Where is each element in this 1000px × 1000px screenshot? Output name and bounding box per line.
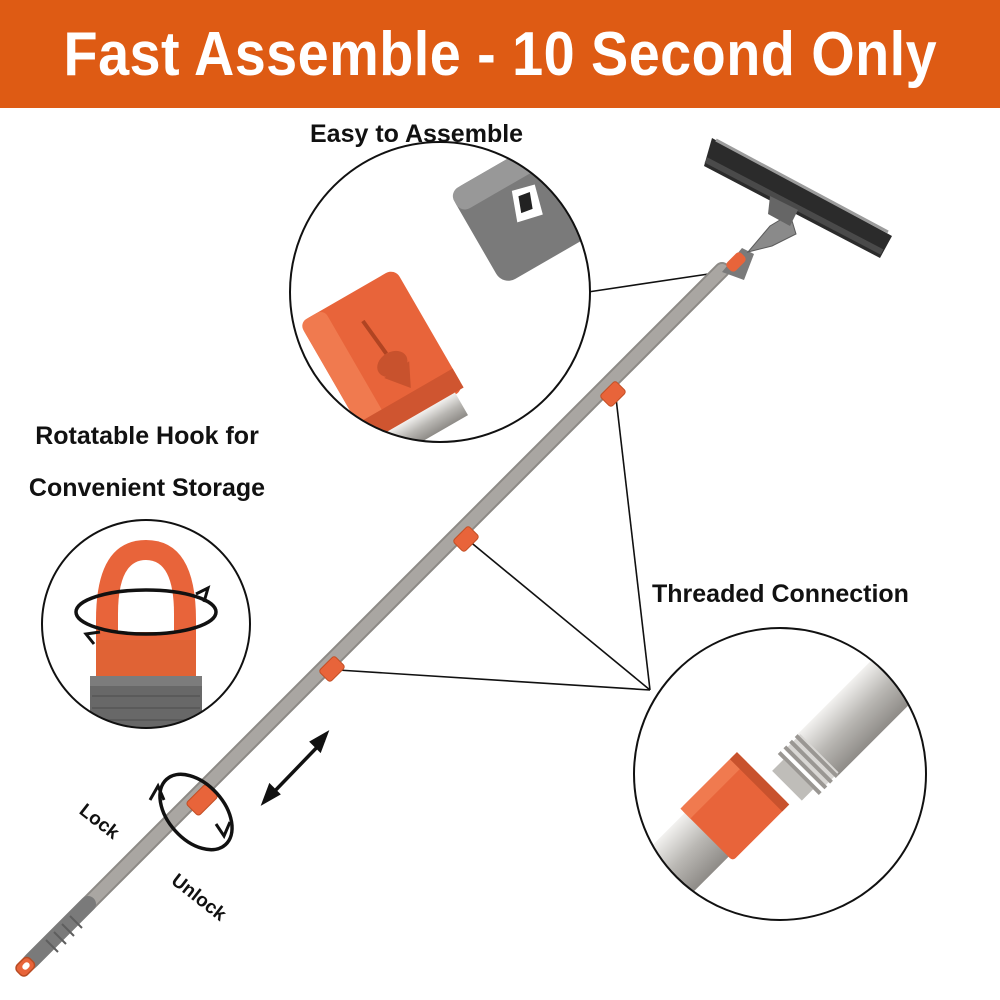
squeegee-pole [15, 262, 730, 977]
banner-title: Fast Assemble - 10 Second Only [63, 19, 937, 89]
threaded-detail-circle [633, 627, 927, 921]
pole-joint [319, 656, 345, 682]
lock-rotation-arrows [148, 772, 234, 852]
pole-joint [453, 526, 479, 552]
threaded-connection-label: Threaded Connection [652, 580, 909, 608]
assemble-detail-circle [289, 141, 591, 443]
connector-lines [337, 271, 723, 691]
squeegee-head [704, 138, 892, 280]
hook-label-line1: Rotatable Hook for [35, 422, 259, 450]
extend-arrow-icon [260, 730, 330, 806]
hang-hook [15, 956, 36, 977]
hook-label: Rotatable Hook for Convenient Storage [8, 410, 286, 514]
easy-assemble-label: Easy to Assemble [310, 120, 524, 148]
hook-label-line2: Convenient Storage [28, 474, 266, 502]
pole-joint [600, 381, 626, 407]
rotate-arrow-icon [74, 588, 218, 636]
title-banner: Fast Assemble - 10 Second Only [0, 0, 1000, 108]
hook-detail-circle [41, 519, 251, 729]
